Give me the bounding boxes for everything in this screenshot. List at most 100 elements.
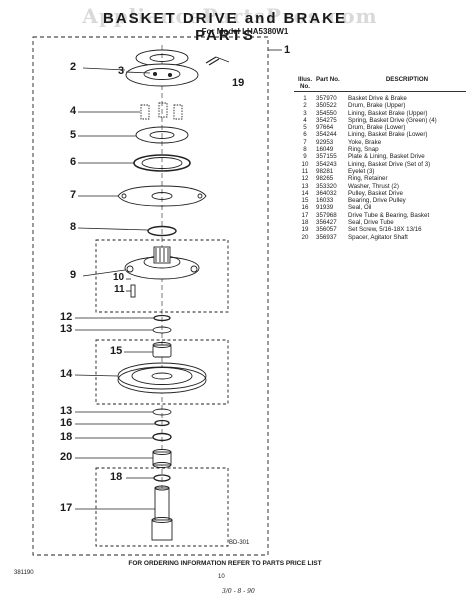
part-no-cell: 356937 [316,233,337,241]
callout-5: 5 [70,129,77,141]
part-no-cell: 354243 [316,160,337,168]
callout-3: 3 [118,65,125,77]
description-cell: Drum, Brake (Upper) [348,102,406,110]
eyelet [130,284,136,298]
illus-no-cell: 16 [301,204,309,212]
illus-no-cell: 18 [301,219,309,227]
illus-no-cell: 11 [301,167,309,175]
illus-no-cell: 7 [303,138,307,146]
part-no-cell: 354244 [316,131,337,139]
part-no-cell: 16033 [316,197,334,205]
assembly-frame [32,36,269,556]
ordering-note: FOR ORDERING INFORMATION REFER TO PARTS … [128,560,322,567]
description-cell: Washer, Thrust (2) [348,182,399,190]
parts-table-row: 19 356057 Set Screw, 5/16-18X 13/16 [294,226,466,233]
description-cell: Lining, Basket Brake (Lower) [348,131,428,139]
illus-no-cell: 12 [301,175,309,183]
part-no-cell: 353320 [316,182,337,190]
description-cell: Spacer, Agitator Shaft [348,233,408,241]
brake-yoke [117,185,207,207]
callout-15: 15 [110,345,123,357]
header-part-no: Part No. [316,76,340,83]
part-no-cell: 354275 [316,116,337,124]
callout-1: 1 [284,44,291,56]
part-no-cell: 354550 [316,109,337,117]
callout-20: 20 [60,451,73,463]
description-cell: Basket Drive & Brake [348,95,407,102]
illus-no-cell: 14 [301,189,309,197]
description-cell: Bearing, Drive Pulley [348,197,406,205]
illus-no-cell: 17 [301,211,309,219]
drive-tube-box [95,467,229,547]
parts-table-body: 1 357970 Basket Drive & Brake 2 350522 Drum, … [294,95,466,241]
part-no-cell: 350522 [316,102,337,110]
page-title: BASKET DRIVE and BRAKE PARTS [102,10,348,44]
callout-13-lower: 13 [60,405,73,417]
part-no-cell: 357970 [316,95,337,102]
illus-no-cell: 1 [303,95,307,102]
parts-table-row: 14 364032 Pulley, Basket Drive [294,190,466,197]
agitator-spacer [152,449,172,468]
part-no-cell: 16049 [316,146,334,154]
description-cell: Spring, Basket Drive (Green) (4) [348,116,437,124]
page-number: 10 [218,574,225,580]
callout-18-upper: 18 [60,431,73,443]
part-no-cell: 91939 [316,204,334,212]
drive-tube-bearing [151,485,173,541]
illus-no-cell: 5 [303,124,307,132]
oil-seal [154,419,170,427]
illus-no-cell: 6 [303,131,307,139]
parts-table-row: 18 356427 Seal, Drive Tube [294,219,466,226]
part-no-cell: 357968 [316,211,337,219]
parts-table-header: Illus. No. Part No. DESCRIPTION [294,76,466,92]
part-no-cell: 356427 [316,219,337,227]
description-cell: Pulley, Basket Drive [348,189,403,197]
drive-plate [124,246,200,280]
part-no-cell: 356057 [316,226,337,234]
callout-10: 10 [113,272,125,283]
illus-no-cell: 3 [303,109,307,117]
parts-table-row: 13 353320 Washer, Thrust (2) [294,183,466,190]
drive-pulley-bearing [152,342,172,358]
part-no-cell: 364032 [316,189,337,197]
drive-tube-seal-upper [152,432,172,442]
callout-6: 6 [70,156,77,168]
illus-no-cell: 13 [301,182,309,190]
parts-table-row: 1 357970 Basket Drive & Brake [294,95,466,102]
callout-19: 19 [232,77,245,89]
header-description: DESCRIPTION [385,76,429,83]
illus-no-cell: 19 [301,226,309,234]
diagram-code: BD-301 [229,540,250,546]
description-cell: Eyelet (3) [348,167,375,175]
set-screw [205,56,220,66]
part-no-cell: 357155 [316,153,337,161]
description-cell: Set Screw, 5/16-18X 13/16 [348,226,422,234]
description-cell: Seal, Drive Tube [348,219,394,227]
callout-4: 4 [70,105,77,117]
upper-brake-drum [125,49,199,87]
parts-table-row: 17 357968 Drive Tube & Bearing, Basket [294,212,466,219]
model-subtitle: For Model LHA5380W1 [201,27,289,36]
illus-no-cell: 10 [301,160,309,168]
illus-no-cell: 4 [303,116,307,124]
illus-no-cell: 9 [303,153,307,161]
illus-no-cell: 2 [303,102,307,110]
header-illus-no: Illus. No. [297,76,313,90]
callout-7: 7 [70,189,77,201]
parts-table-row: 4 354275 Spring, Basket Drive (Green) (4) [294,117,466,124]
illus-no-cell: 8 [303,146,307,154]
callout-14: 14 [60,368,73,380]
lower-lining [133,154,191,172]
description-cell: Drive Tube & Bearing, Basket [348,211,430,219]
callout-11: 11 [114,284,125,295]
